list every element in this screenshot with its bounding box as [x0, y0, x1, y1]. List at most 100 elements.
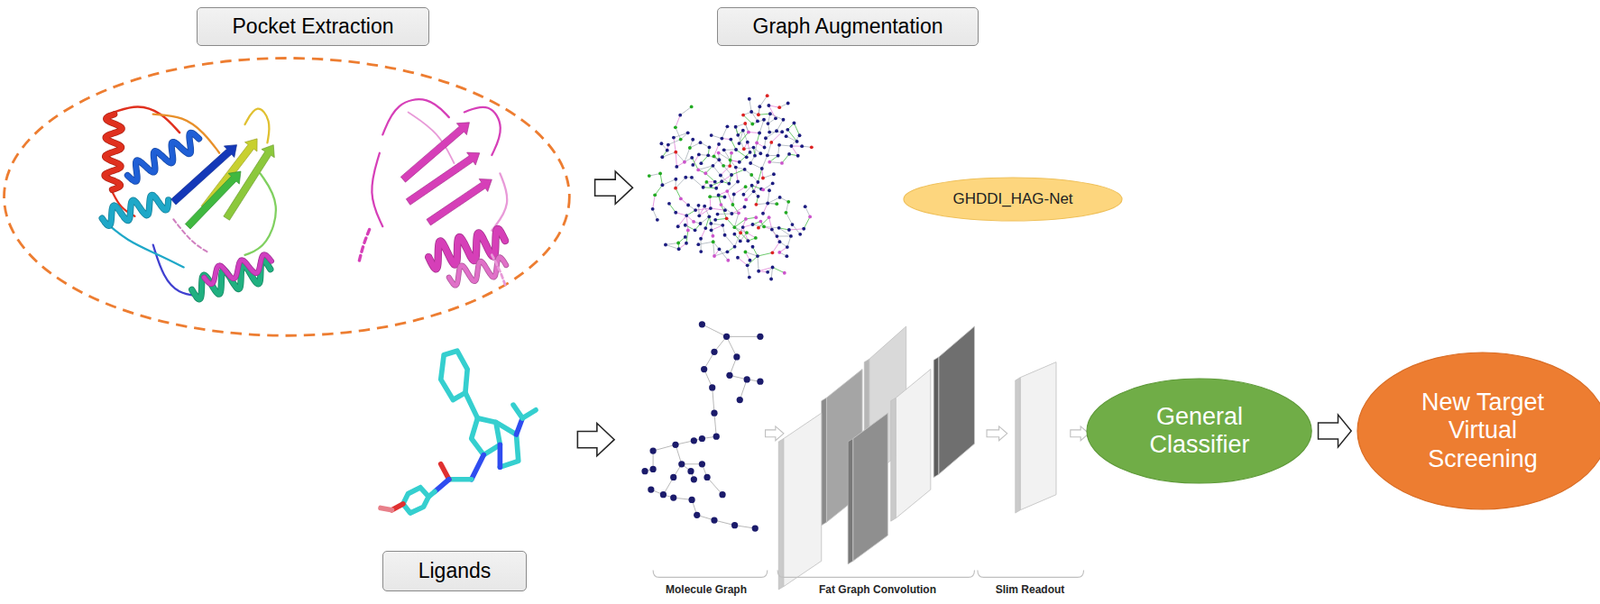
helix-ribbon	[104, 114, 122, 191]
atom-dot	[678, 460, 685, 468]
graph-node-dot	[754, 202, 759, 207]
graph-node-dot	[734, 147, 738, 152]
graph-node-dot	[744, 184, 748, 189]
graph-node-dot	[744, 230, 749, 235]
graph-edge	[721, 126, 727, 138]
graph-edge	[726, 181, 738, 192]
layer-side	[821, 397, 828, 525]
graph-node-dot	[758, 220, 763, 224]
graph-node-dot	[676, 241, 681, 246]
graph-node-dot	[746, 130, 751, 135]
graph-edge	[713, 241, 715, 257]
graph-node-dot	[711, 164, 716, 168]
graph-node-dot	[752, 146, 756, 150]
classifier-ellipse: General Classifier	[1085, 377, 1313, 485]
graph-edge	[703, 186, 718, 189]
graph-node-dot	[720, 223, 725, 228]
graph-node-dot	[767, 188, 772, 193]
graph-node-dot	[703, 171, 708, 175]
atom-dot	[703, 474, 710, 481]
bond	[471, 455, 485, 480]
text-group: General Classifier	[1127, 403, 1272, 460]
helix-ribbon	[104, 114, 122, 191]
graph-node-dot	[778, 239, 782, 244]
graph-node-dot	[673, 150, 678, 155]
pocket-region	[4, 57, 571, 336]
graph-edge	[660, 173, 663, 185]
graph-node-dot	[727, 164, 732, 168]
graph-node-dot	[738, 230, 743, 235]
atom-dot	[690, 437, 698, 444]
graph-edge	[675, 127, 681, 139]
atom-dot	[756, 333, 764, 341]
graph-node-dot	[729, 211, 734, 216]
node-text: Ligands	[418, 559, 492, 583]
graph-node-dot	[735, 256, 740, 260]
graph-edge	[803, 216, 810, 229]
graph-node-dot	[808, 214, 812, 219]
graph-node-dot	[735, 133, 740, 138]
graph-edge	[737, 257, 748, 267]
graph-node-dot	[697, 203, 701, 208]
graph-node-dot	[659, 141, 663, 146]
graph-node-dot	[752, 189, 756, 194]
graph-node-dot	[768, 111, 773, 116]
graph-node-dot	[747, 275, 752, 280]
graph-edge	[749, 99, 752, 112]
atom-dot	[710, 349, 718, 356]
graph-edge	[711, 225, 724, 231]
graph-node-dot	[750, 122, 755, 127]
graph-edge	[776, 235, 791, 237]
graph-node-dot	[777, 226, 782, 230]
atom-dot	[710, 410, 718, 417]
graph-node-dot	[698, 140, 703, 145]
graph-node-dot	[761, 188, 765, 193]
coil-loop	[371, 153, 383, 227]
graph-edge	[710, 208, 726, 211]
graph-edge	[725, 235, 736, 248]
graph-node-dot	[737, 141, 742, 146]
graph-node-dot	[683, 235, 688, 240]
graph-node-dot	[772, 172, 776, 176]
graph-node-dot	[761, 176, 765, 181]
helix-ribbon	[428, 229, 506, 269]
graph-node-dot	[774, 128, 779, 133]
hollow-arrow	[595, 171, 634, 204]
graph-node-dot	[750, 183, 755, 188]
graph-edge	[652, 194, 656, 210]
graph-node-dot	[747, 97, 752, 102]
graph-node-dot	[728, 158, 733, 163]
graph-node-dot	[658, 172, 663, 176]
graph-node-dot	[754, 141, 759, 146]
graph-node-dot	[679, 137, 683, 142]
atom-dot	[698, 460, 706, 468]
graph-node-dot	[761, 211, 765, 216]
graph-node-dot	[756, 112, 761, 117]
bond	[380, 507, 392, 510]
graph-node-dot	[708, 194, 712, 199]
graph-node-dot	[762, 118, 766, 122]
layer-plane	[783, 413, 822, 587]
graph-node-dot	[767, 130, 772, 135]
graph-edge	[675, 115, 681, 129]
graph-edge	[757, 252, 773, 257]
graph-node-dot	[696, 242, 700, 247]
graph-edge	[724, 148, 736, 150]
graph-node-dot	[676, 224, 681, 229]
bond	[403, 487, 429, 514]
graph-edge	[790, 146, 798, 157]
graph-node-dot	[713, 180, 718, 184]
graph-edge	[735, 167, 738, 183]
text-group: New Target Virtual Screening	[1401, 388, 1564, 473]
graph-edge	[675, 152, 677, 167]
graph-edge	[675, 152, 685, 163]
graph-node-dot	[763, 146, 767, 150]
graph-node-dot	[755, 180, 760, 184]
graph-node-dot	[789, 234, 793, 239]
hollow-arrow	[986, 426, 1008, 442]
graph-node-dot	[712, 254, 717, 258]
graph-edge	[770, 113, 784, 120]
graph-node-dot	[663, 243, 668, 248]
graph-node-dot	[701, 185, 706, 190]
graph-node-dot	[796, 154, 800, 158]
